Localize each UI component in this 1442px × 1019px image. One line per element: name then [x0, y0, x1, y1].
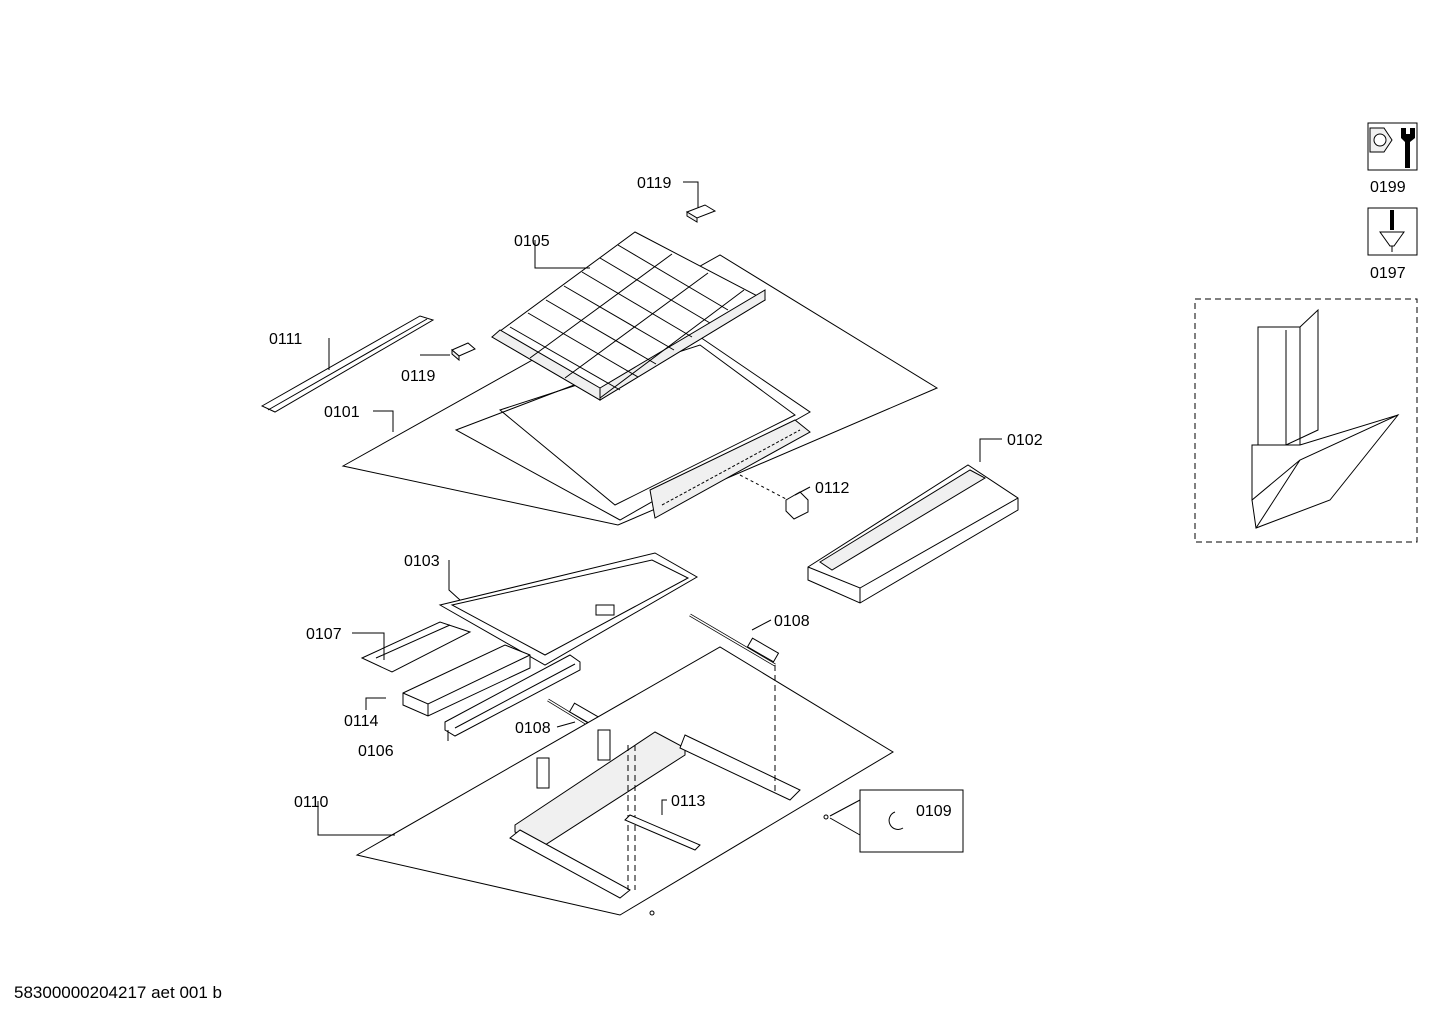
- part-label-0106: 0106: [358, 743, 394, 760]
- part-label-0113: 0113: [671, 793, 706, 810]
- part-label-0109: 0109: [916, 803, 952, 820]
- clip-top: [685, 204, 717, 223]
- connector: [739, 474, 809, 520]
- part-label-0110: 0110: [294, 794, 329, 811]
- part-label-0103: 0103: [404, 553, 440, 570]
- part-label-0102: 0102: [1007, 432, 1043, 449]
- clip-left: [451, 342, 476, 362]
- screw-dot: [649, 910, 655, 916]
- document-number: 58300000204217 aet 001 b: [14, 983, 222, 1002]
- rail: [260, 315, 435, 413]
- part-label-0111: 0111: [269, 331, 302, 348]
- screw-icon: [1367, 207, 1418, 256]
- grease-filter: [491, 231, 767, 401]
- part-label-0199: 0199: [1370, 179, 1406, 196]
- part-label-0119: 0119: [401, 368, 436, 385]
- strip: [624, 814, 701, 851]
- leader-lines: [317, 181, 1002, 836]
- retaining-clip-box: [829, 789, 964, 853]
- part-label-0112: 0112: [815, 480, 850, 497]
- screw-dot: [823, 814, 829, 820]
- part-label-0107: 0107: [306, 626, 342, 643]
- part-label-0108: 0108: [515, 720, 551, 737]
- tools-icon: [1367, 122, 1418, 171]
- hinge-frame: [509, 665, 801, 899]
- part-label-0105: 0105: [514, 233, 550, 250]
- part-label-0101: 0101: [324, 404, 360, 421]
- carbon-filter: [438, 552, 699, 666]
- part-label-0119: 0119: [637, 175, 672, 192]
- control-module: [444, 654, 581, 737]
- part-label-0197: 0197: [1370, 265, 1406, 282]
- duct-cover: [807, 464, 1019, 604]
- gas-spring-upper: [689, 613, 780, 667]
- part-label-0114: 0114: [344, 713, 379, 730]
- hood-inset: [1194, 298, 1418, 543]
- bracket: [360, 621, 472, 673]
- part-label-0108: 0108: [774, 613, 810, 630]
- electronics-box: [402, 644, 531, 717]
